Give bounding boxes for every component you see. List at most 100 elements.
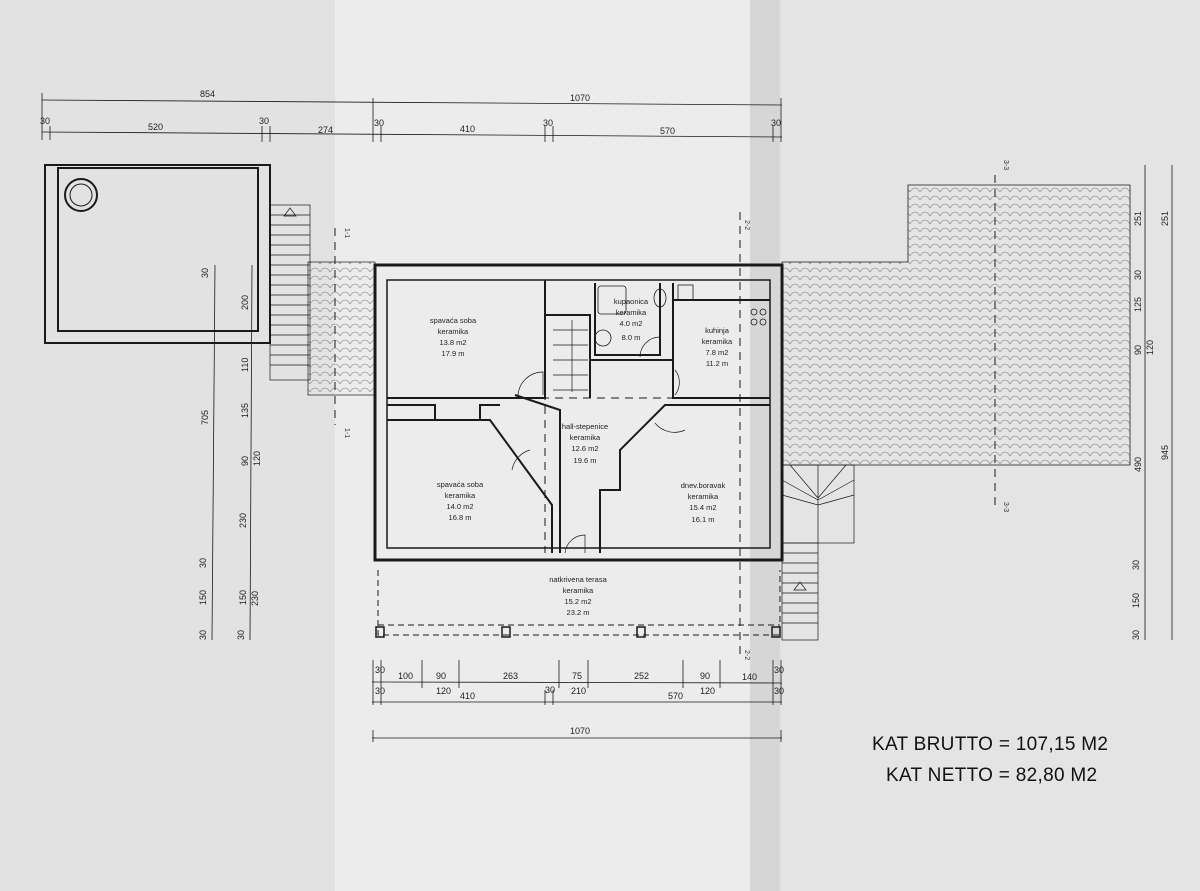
dim-label: 251 <box>1133 211 1143 226</box>
dim-label: 1070 <box>570 726 590 736</box>
dim-label: 90 <box>700 671 710 681</box>
room-name: spavaća soba <box>437 480 484 489</box>
room-perimeter: 16.8 m <box>449 513 472 522</box>
dim-label: 30 <box>543 118 553 128</box>
dim-label: 120 <box>436 686 451 696</box>
room-name: natkrivena terasa <box>549 575 607 584</box>
room-area: 15.2 m2 <box>564 597 591 606</box>
dim-label: 490 <box>1133 457 1143 472</box>
room-bedroom-2: spavaća soba keramika 14.0 m2 16.8 m <box>437 480 484 522</box>
room-area: 15.4 m2 <box>689 503 716 512</box>
room-area: 12.6 m2 <box>571 444 598 453</box>
paper-fold <box>335 0 750 891</box>
dim-label: 100 <box>398 671 413 681</box>
dim-label: 120 <box>1145 340 1155 355</box>
dim-label: 230 <box>250 591 260 606</box>
dim-label: 30 <box>1133 270 1143 280</box>
dim-label: 230 <box>238 513 248 528</box>
dim-label: 200 <box>240 295 250 310</box>
dim-label: 30 <box>236 630 246 640</box>
room-floor: keramika <box>445 491 476 500</box>
dim-label: 252 <box>634 671 649 681</box>
dim-label: 251 <box>1160 211 1170 226</box>
dim-label: 90 <box>240 456 250 466</box>
dim-label: 410 <box>460 691 475 701</box>
room-perimeter: 19.6 m <box>574 456 597 465</box>
terrace-outline <box>334 175 996 655</box>
dim-label: 150 <box>1131 593 1141 608</box>
section-marker: 3-3 <box>1002 502 1009 512</box>
room-name: hall-stepenice <box>562 422 608 431</box>
dim-label: 30 <box>545 685 555 695</box>
dim-label: 30 <box>375 686 385 696</box>
bottom-dimension-labels: 30 100 90 263 75 252 90 140 30 120 210 1… <box>375 665 784 736</box>
dim-label: 30 <box>771 118 781 128</box>
section-marker: 2-2 <box>743 650 750 660</box>
pool-structure <box>44 164 271 344</box>
room-perimeter: 16.1 m <box>692 515 715 524</box>
dim-label: 90 <box>436 671 446 681</box>
dim-label: 30 <box>774 686 784 696</box>
room-perimeter: 23.2 m <box>567 608 590 617</box>
dim-label: 30 <box>198 558 208 568</box>
dim-label: 1070 <box>570 93 590 103</box>
section-marker: 1-1 <box>343 428 350 438</box>
room-area: 7.8 m2 <box>706 348 729 357</box>
room-name: kuhinja <box>705 326 730 335</box>
dim-label: 75 <box>572 671 582 681</box>
room-perimeter: 17.9 m <box>442 349 465 358</box>
room-floor: keramika <box>616 308 647 317</box>
room-name: dnev.boravak <box>681 481 726 490</box>
dim-label: 30 <box>40 116 50 126</box>
top-dimension-lines <box>41 93 783 142</box>
dim-label: 854 <box>200 89 215 99</box>
room-floor: keramika <box>688 492 719 501</box>
room-area: 13.8 m2 <box>439 338 466 347</box>
gross-area-total: KAT BRUTTO = 107,15 M2 <box>872 734 1109 755</box>
room-perimeter: 8.0 m <box>622 333 641 342</box>
dim-label: 945 <box>1160 445 1170 460</box>
room-floor: keramika <box>563 586 594 595</box>
room-bathroom: kupaonica keramika 4.0 m2 8.0 m <box>614 297 649 342</box>
room-hall-stairs: hall-stepenice keramika 12.6 m2 19.6 m <box>562 422 608 465</box>
room-floor: keramika <box>702 337 733 346</box>
section-marker: 2-2 <box>743 220 750 230</box>
dim-label: 120 <box>252 451 262 466</box>
dim-label: 520 <box>148 122 163 132</box>
side-dimension-lines <box>211 165 1173 641</box>
dim-label: 30 <box>774 665 784 675</box>
room-floor: keramika <box>570 433 601 442</box>
room-perimeter: 11.2 m <box>706 359 728 368</box>
room-covered-terrace: natkrivena terasa keramika 15.2 m2 23.2 … <box>549 575 607 617</box>
room-bedroom-1: spavaća soba keramika 13.8 m2 17.9 m <box>430 316 477 358</box>
terrace-posts <box>375 626 781 638</box>
dim-label: 263 <box>503 671 518 681</box>
roof-tiles-left <box>307 261 376 396</box>
dim-label: 140 <box>742 672 757 682</box>
dim-label: 274 <box>318 125 333 135</box>
dim-label: 150 <box>198 590 208 605</box>
section-marker: 3-3 <box>1002 160 1009 170</box>
room-living-room: dnev.boravak keramika 15.4 m2 16.1 m <box>681 481 726 524</box>
dim-label: 135 <box>240 403 250 418</box>
doors <box>511 336 686 554</box>
room-floor: keramika <box>438 327 469 336</box>
paper-fold <box>0 0 335 891</box>
net-area-total: KAT NETTO = 82,80 M2 <box>886 765 1098 786</box>
dim-label: 150 <box>238 590 248 605</box>
left-dimension-labels: 30 705 30 150 30 200 110 135 90 120 230 … <box>198 268 262 640</box>
room-name: kupaonica <box>614 297 649 306</box>
dim-label: 30 <box>374 118 384 128</box>
room-area: 14.0 m2 <box>446 502 473 511</box>
dim-label: 30 <box>200 268 210 278</box>
top-dimension-labels: 854 1070 30 520 30 274 30 410 30 570 30 <box>40 89 781 136</box>
dim-label: 410 <box>460 124 475 134</box>
section-markers: 1-1 1-1 2-2 2-2 3-3 3-3 <box>343 160 1009 660</box>
dim-label: 570 <box>668 691 683 701</box>
dim-label: 30 <box>259 116 269 126</box>
dim-label: 110 <box>240 358 250 372</box>
dim-label: 210 <box>571 686 586 696</box>
interior-stairs <box>553 320 588 392</box>
dim-label: 30 <box>1131 630 1141 640</box>
